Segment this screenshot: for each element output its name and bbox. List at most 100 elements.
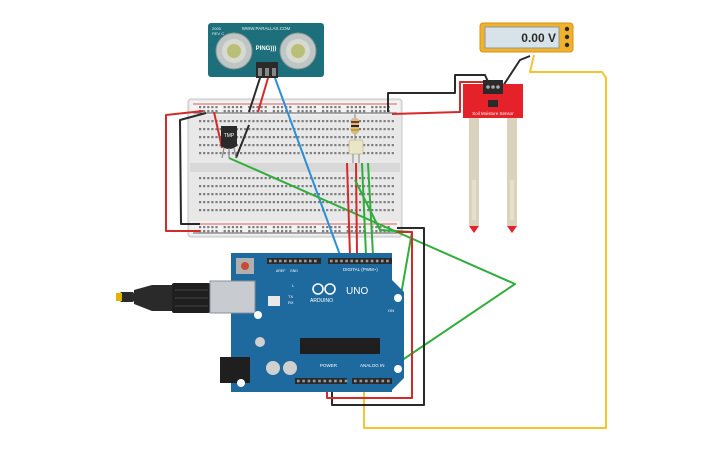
breadboard-hole[interactable] [334,136,337,139]
breadboard-hole[interactable] [264,230,267,233]
breadboard-hole[interactable] [342,193,345,196]
breadboard-hole[interactable] [358,201,362,204]
breadboard-hole[interactable] [199,120,202,123]
breadboard-hole[interactable] [371,120,374,123]
breadboard-hole[interactable] [256,136,259,139]
breadboard-hole[interactable] [326,144,329,147]
breadboard-hole[interactable] [391,128,394,131]
breadboard-hole[interactable] [342,201,345,204]
breadboard-hole[interactable] [297,177,300,180]
breadboard-hole[interactable] [276,106,280,109]
breadboard-hole[interactable] [346,152,349,155]
breadboard-hole[interactable] [207,106,210,109]
breadboard-hole[interactable] [358,177,362,180]
breadboard-hole[interactable] [223,177,226,180]
breadboard-hole[interactable] [317,201,321,204]
breadboard-hole[interactable] [309,201,312,204]
breadboard-hole[interactable] [371,201,374,204]
breadboard-hole[interactable] [301,106,304,109]
breadboard-hole[interactable] [387,120,390,123]
breadboard-hole[interactable] [256,209,259,212]
breadboard-hole[interactable] [285,136,288,139]
header-pin[interactable] [386,259,389,263]
breadboard-hole[interactable] [334,193,337,196]
breadboard-hole[interactable] [231,230,234,233]
breadboard-hole[interactable] [330,128,333,131]
breadboard-hole[interactable] [235,209,239,212]
breadboard-hole[interactable] [281,230,284,233]
breadboard-hole[interactable] [375,106,378,109]
breadboard-hole[interactable] [297,120,300,123]
breadboard-hole[interactable] [231,226,234,229]
breadboard-hole[interactable] [256,201,259,204]
breadboard-hole[interactable] [379,226,382,229]
header-pin[interactable] [299,259,302,263]
breadboard-hole[interactable] [223,185,226,188]
breadboard-hole[interactable] [297,128,300,131]
breadboard-hole[interactable] [240,128,243,131]
wire-tmp-analog[interactable] [228,157,516,372]
breadboard-hole[interactable] [313,230,316,233]
breadboard-hole[interactable] [235,177,239,180]
header-pin[interactable] [309,259,312,263]
breadboard-hole[interactable] [326,136,329,139]
breadboard-hole[interactable] [363,110,366,113]
breadboard-hole[interactable] [252,226,255,229]
breadboard-hole[interactable] [326,152,329,155]
breadboard-hole[interactable] [342,128,345,131]
breadboard-hole[interactable] [203,185,206,188]
breadboard-hole[interactable] [358,110,362,113]
breadboard-hole[interactable] [264,136,267,139]
breadboard-hole[interactable] [223,110,226,113]
breadboard-hole[interactable] [276,185,280,188]
breadboard-hole[interactable] [211,185,214,188]
breadboard[interactable] [187,98,403,238]
breadboard-hole[interactable] [268,136,271,139]
breadboard-hole[interactable] [207,193,210,196]
breadboard-hole[interactable] [203,201,206,204]
header-pin[interactable] [302,379,305,383]
usb-cable[interactable] [116,283,210,313]
breadboard-hole[interactable] [252,193,255,196]
breadboard-hole[interactable] [342,185,345,188]
breadboard-hole[interactable] [334,177,337,180]
breadboard-hole[interactable] [235,226,239,229]
breadboard-hole[interactable] [322,136,325,139]
breadboard-hole[interactable] [301,226,304,229]
breadboard-hole[interactable] [309,152,312,155]
breadboard-hole[interactable] [334,209,337,212]
breadboard-hole[interactable] [264,152,267,155]
breadboard-hole[interactable] [240,152,243,155]
breadboard-hole[interactable] [264,110,267,113]
breadboard-hole[interactable] [338,209,341,212]
wires[interactable] [165,54,607,429]
breadboard-hole[interactable] [260,136,263,139]
breadboard-hole[interactable] [248,193,251,196]
breadboard-hole[interactable] [301,201,304,204]
breadboard-hole[interactable] [313,144,316,147]
breadboard-hole[interactable] [276,193,280,196]
header-pin[interactable] [334,379,337,383]
breadboard-hole[interactable] [256,177,259,180]
breadboard-hole[interactable] [309,226,312,229]
breadboard-hole[interactable] [289,106,292,109]
breadboard-hole[interactable] [326,106,329,109]
breadboard-hole[interactable] [350,230,353,233]
header-pin[interactable] [370,259,374,263]
breadboard-hole[interactable] [223,193,226,196]
breadboard-hole[interactable] [322,128,325,131]
breadboard-hole[interactable] [260,110,263,113]
breadboard-hole[interactable] [334,110,337,113]
breadboard-hole[interactable] [281,152,284,155]
breadboard-hole[interactable] [338,110,341,113]
breadboard-hole[interactable] [358,226,362,229]
breadboard-hole[interactable] [256,230,259,233]
breadboard-hole[interactable] [289,177,292,180]
breadboard-hole[interactable] [350,201,353,204]
breadboard-hole[interactable] [252,128,255,131]
multimeter[interactable]: 0.00 V [479,22,574,53]
breadboard-hole[interactable] [313,136,316,139]
breadboard-hole[interactable] [223,120,226,123]
breadboard-hole[interactable] [252,185,255,188]
breadboard-hole[interactable] [235,230,239,233]
